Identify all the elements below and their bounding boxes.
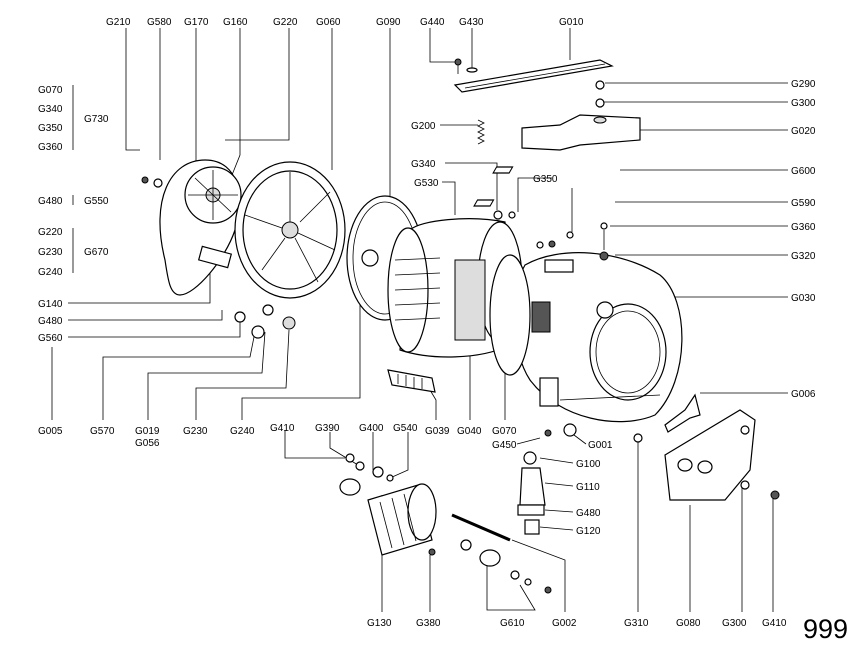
- label-g040: G040: [457, 426, 482, 437]
- label-g430: G430: [459, 17, 484, 28]
- label-g730: G730: [84, 114, 109, 125]
- label-g100: G100: [576, 459, 601, 470]
- label-g570: G570: [90, 426, 115, 437]
- page-number: 999: [803, 614, 848, 644]
- label-g410-bottom: G410: [762, 618, 787, 629]
- label-g560: G560: [38, 333, 63, 344]
- label-g110: G110: [576, 482, 600, 493]
- label-g060: G060: [316, 17, 341, 28]
- label-g530: G530: [414, 178, 439, 189]
- label-g590: G590: [791, 198, 816, 209]
- label-g580: G580: [147, 17, 172, 28]
- part-shock-absorber: [517, 423, 577, 535]
- label-g670: G670: [84, 247, 109, 258]
- label-g070: G070: [38, 85, 63, 96]
- part-drum: [387, 218, 523, 358]
- label-g039: G039: [425, 426, 450, 437]
- label-g006: G006: [791, 389, 816, 400]
- part-base-bracket: [633, 393, 780, 501]
- label-g020: G020: [791, 126, 816, 137]
- part-bracket-left: [234, 304, 296, 339]
- part-labels: G210 G580 G170 G160 G220 G060 G090 G440 …: [38, 17, 848, 644]
- part-small-fasteners: [454, 58, 609, 261]
- label-g310: G310: [624, 618, 649, 629]
- label-g002: G002: [552, 618, 577, 629]
- label-g610: G610: [500, 618, 525, 629]
- label-g340-mid: G340: [411, 159, 436, 170]
- part-motor-shaft: [451, 513, 552, 594]
- part-outer-tub: [489, 252, 683, 423]
- part-rear-tub-cover: [234, 161, 346, 299]
- label-g350-mid: G350: [533, 174, 558, 185]
- label-g001: G001: [588, 440, 613, 451]
- label-g480-right: G480: [576, 508, 601, 519]
- label-g010: G010: [559, 17, 584, 28]
- label-g070-bottom: G070: [492, 426, 517, 437]
- label-g300-bottom: G300: [722, 618, 747, 629]
- label-g380: G380: [416, 618, 441, 629]
- label-g160: G160: [223, 17, 248, 28]
- label-g450: G450: [492, 440, 517, 451]
- label-g200: G200: [411, 121, 436, 132]
- label-g320: G320: [791, 251, 816, 262]
- label-g290: G290: [791, 79, 816, 90]
- label-g400: G400: [359, 423, 384, 434]
- label-g130: G130: [367, 618, 392, 629]
- label-g550: G550: [84, 196, 109, 207]
- label-g210: G210: [106, 17, 131, 28]
- label-g019: G019: [135, 426, 160, 437]
- label-g080: G080: [676, 618, 701, 629]
- label-g240: G240: [38, 267, 63, 278]
- label-g340: G340: [38, 104, 63, 115]
- part-motor: [339, 453, 437, 556]
- part-heater: [387, 369, 436, 393]
- label-g540: G540: [393, 423, 418, 434]
- label-g230-bottom: G230: [183, 426, 208, 437]
- part-belt-pulley: [141, 159, 242, 296]
- label-g360-right: G360: [791, 222, 816, 233]
- label-g056: G056: [135, 438, 160, 449]
- label-g005: G005: [38, 426, 63, 437]
- label-g120: G120: [576, 526, 601, 537]
- part-counterweight-top: [521, 114, 641, 151]
- label-g480-left: G480: [38, 316, 63, 327]
- label-g410: G410: [270, 423, 295, 434]
- label-g600: G600: [791, 166, 816, 177]
- label-g230: G230: [38, 247, 63, 258]
- label-g240-bottom: G240: [230, 426, 255, 437]
- label-g390: G390: [315, 423, 340, 434]
- leader-lines: [51, 28, 788, 612]
- label-g300: G300: [791, 98, 816, 109]
- label-g220-left: G220: [38, 227, 63, 238]
- label-g440: G440: [420, 17, 445, 28]
- label-g220: G220: [273, 17, 298, 28]
- label-g360: G360: [38, 142, 63, 153]
- label-g350: G350: [38, 123, 63, 134]
- label-g480: G480: [38, 196, 63, 207]
- label-g140: G140: [38, 299, 63, 310]
- part-top-rail: [453, 59, 614, 93]
- label-g030: G030: [791, 293, 816, 304]
- label-g170: G170: [184, 17, 209, 28]
- label-g090: G090: [376, 17, 401, 28]
